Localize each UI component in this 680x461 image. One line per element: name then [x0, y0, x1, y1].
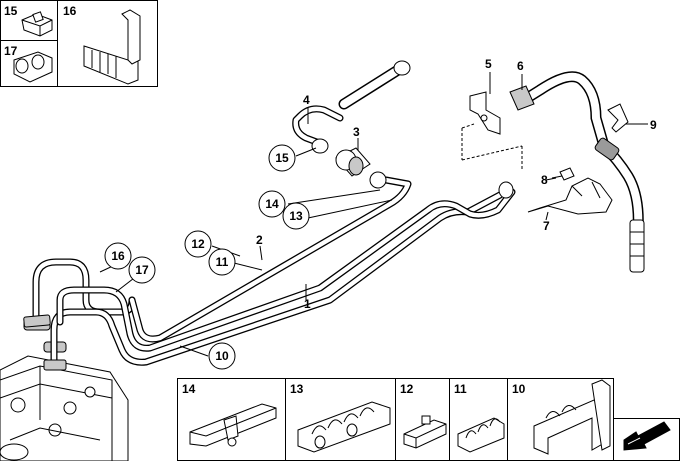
part-8-bolt	[551, 167, 575, 181]
brake-pipes	[23, 60, 516, 371]
svg-text:16: 16	[111, 249, 125, 263]
part-7-bracket	[527, 177, 613, 215]
inset-label-11: 11	[454, 382, 467, 396]
inset-part-13	[297, 401, 391, 453]
part-5-bracket	[461, 91, 523, 170]
svg-text:13: 13	[289, 209, 303, 223]
svg-text:11: 11	[216, 255, 229, 269]
callout-3: 3	[353, 125, 360, 139]
callout-15: 15	[268, 144, 296, 172]
svg-text:17: 17	[135, 263, 149, 277]
inset-part-14	[189, 403, 277, 447]
callout-4: 4	[303, 93, 310, 107]
inset-label-13: 13	[290, 382, 304, 396]
inset-part-11	[457, 417, 505, 453]
inset-label-17: 17	[4, 44, 18, 58]
callout-17: 17	[128, 256, 156, 284]
inset-part-15	[21, 11, 53, 37]
callout-2: 2	[256, 233, 263, 247]
svg-text:14: 14	[265, 197, 279, 211]
inset-part-10	[533, 379, 611, 455]
callout-6: 6	[517, 59, 524, 73]
callout-9: 9	[650, 118, 657, 132]
inset-part-12	[403, 415, 447, 449]
inset-part-16	[83, 9, 141, 85]
callout-14: 14	[258, 190, 286, 218]
callout-12: 12	[184, 230, 212, 258]
callout-13: 13	[282, 202, 310, 230]
part-6-hose	[509, 71, 645, 273]
inset-label-15: 15	[4, 4, 18, 18]
part-9-clip	[607, 103, 640, 133]
svg-text:12: 12	[191, 237, 205, 251]
callout-11: 11	[208, 248, 236, 276]
callout-7: 7	[543, 219, 550, 233]
svg-text:15: 15	[275, 151, 289, 165]
part-3-connector	[335, 147, 371, 177]
svg-text:10: 10	[215, 349, 229, 363]
inset-label-16: 16	[63, 4, 77, 18]
direction-arrow-icon	[613, 418, 680, 461]
callout-1: 1	[304, 297, 311, 311]
callout-8: 8	[541, 173, 548, 187]
inset-top-left: 15 16 17	[0, 0, 158, 87]
inset-part-17	[13, 51, 53, 83]
inset-label-14: 14	[182, 382, 196, 396]
abs-hydraulic-unit	[0, 317, 129, 461]
callout-5: 5	[485, 57, 492, 71]
inset-label-12: 12	[400, 382, 414, 396]
callout-16: 16	[104, 242, 132, 270]
callouts: 1 2 3 4 5 6 7 8 9 10 11 12 13 14	[99, 57, 657, 370]
inset-bottom: 14 13 12 11 10	[177, 378, 614, 461]
inset-label-10: 10	[512, 382, 526, 396]
callout-10: 10	[208, 342, 236, 370]
